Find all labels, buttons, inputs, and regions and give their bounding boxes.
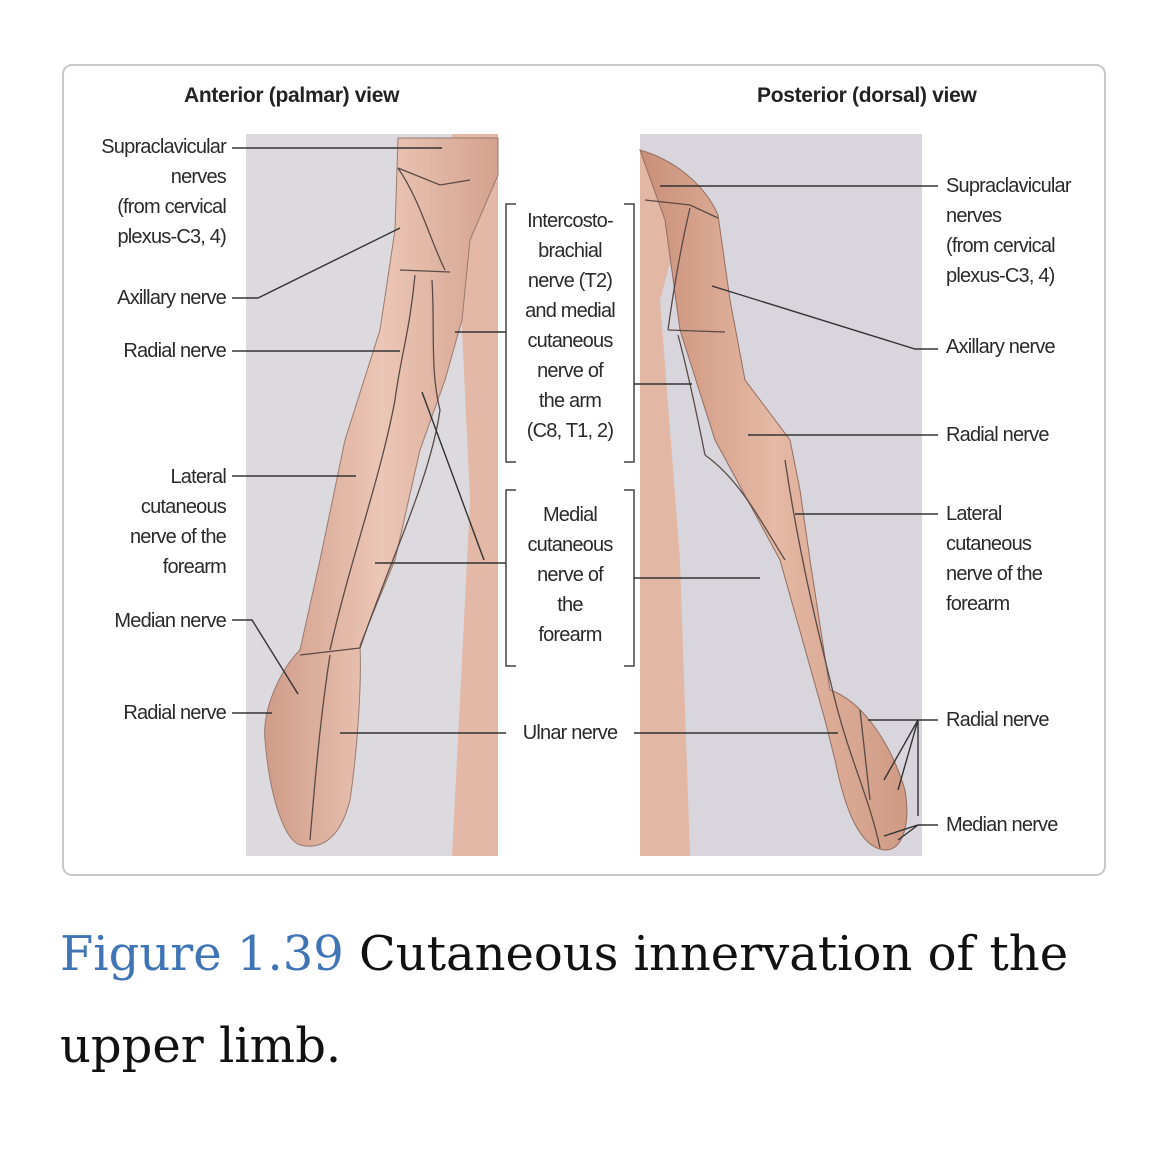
posterior-axillary-label: Axillary nerve bbox=[946, 336, 1056, 358]
anterior-supraclavicular-label: Supraclavicular nerves (from cervical pl… bbox=[101, 136, 227, 248]
anterior-lateral-cutaneous-label: Lateral cutaneous nerve of the forearm bbox=[129, 466, 227, 578]
ulnar-nerve-label: Ulnar nerve bbox=[522, 722, 618, 744]
posterior-radial-upper-label: Radial nerve bbox=[946, 424, 1049, 446]
anterior-radial-upper-label: Radial nerve bbox=[123, 340, 226, 362]
figure-frame bbox=[62, 64, 1106, 876]
posterior-supraclavicular-label: Supraclavicular nerves (from cervical pl… bbox=[946, 175, 1072, 287]
posterior-leader-lines bbox=[634, 185, 938, 841]
figure-caption: Figure 1.39 Cutaneous innervation of the… bbox=[60, 908, 1120, 1092]
medial-cutaneous-forearm-label: Medial cutaneous nerve of the forearm bbox=[527, 504, 613, 646]
posterior-view-title: Posterior (dorsal) view bbox=[757, 84, 977, 107]
caption-text: Cutaneous innervation of the upper limb. bbox=[60, 926, 1069, 1074]
anterior-arm bbox=[264, 137, 499, 847]
anterior-dermatome-lines bbox=[299, 167, 471, 841]
intercostobrachial-label: Intercosto- brachial nerve (T2) and medi… bbox=[525, 210, 616, 442]
anterior-view-title: Anterior (palmar) view bbox=[184, 84, 400, 107]
posterior-dermatome-lines bbox=[644, 199, 881, 849]
posterior-arm bbox=[639, 149, 908, 851]
anterior-median-label: Median nerve bbox=[114, 610, 226, 632]
anterior-axillary-label: Axillary nerve bbox=[117, 287, 227, 309]
anterior-torso bbox=[452, 134, 498, 856]
posterior-lateral-cutaneous-label: Lateral cutaneous nerve of the forearm bbox=[946, 503, 1043, 615]
anterior-radial-lower-label: Radial nerve bbox=[123, 702, 226, 724]
posterior-torso bbox=[640, 150, 690, 856]
anterior-leader-lines bbox=[232, 147, 506, 734]
posterior-median-label: Median nerve bbox=[946, 814, 1058, 836]
figure-number: Figure 1.39 bbox=[60, 926, 344, 982]
posterior-radial-lower-label: Radial nerve bbox=[946, 709, 1049, 731]
